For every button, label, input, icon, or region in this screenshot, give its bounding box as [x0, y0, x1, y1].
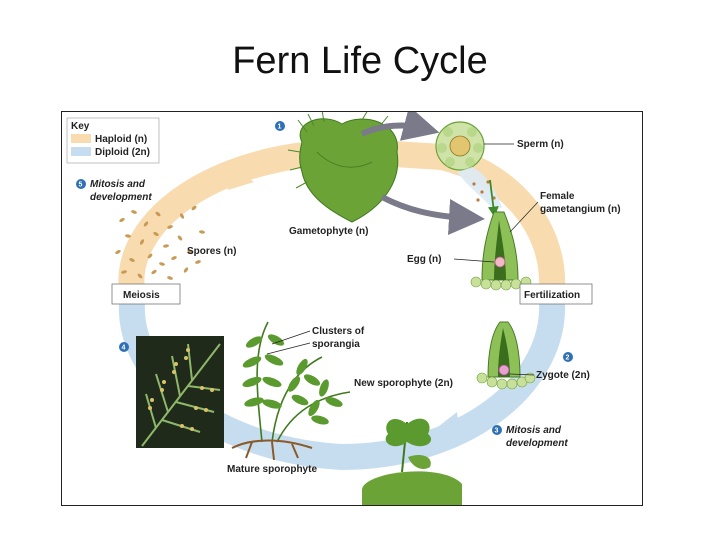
legend-diploid-label: Diploid (2n)	[95, 147, 150, 158]
step-3-number: 3	[495, 428, 499, 435]
gametophyte-illustration	[287, 112, 399, 223]
sperm-swim-path	[457, 167, 502, 212]
mitosis-top-line1: Mitosis and	[90, 179, 146, 190]
cycle-arrowhead-bottom	[434, 412, 460, 434]
meiosis-box	[111, 283, 181, 305]
spores-illustration	[115, 205, 205, 280]
legend: Key Haploid (n) Diploid (2n)	[66, 117, 160, 164]
archegonium-illustration	[470, 211, 532, 291]
spores-label: Spores (n)	[187, 246, 236, 257]
sporangia-photo	[136, 336, 224, 448]
step-1-marker	[275, 121, 285, 131]
sperm-path-arrow	[487, 179, 499, 218]
fern-life-cycle-diagram: Key Haploid (n) Diploid (2n) 5 Mitosis a…	[66, 112, 621, 505]
clusters-line1: Clusters of	[312, 326, 365, 337]
new-sporophyte-illustration	[362, 418, 462, 505]
legend-haploid-swatch	[71, 134, 91, 143]
zygote-illustration	[476, 321, 536, 390]
mitosis-bottom-line1: Mitosis and	[506, 425, 562, 436]
sperm-cells	[472, 180, 496, 202]
fertilization-label: Fertilization	[524, 290, 580, 301]
diagram-frame: Key Haploid (n) Diploid (2n) 5 Mitosis a…	[61, 111, 643, 506]
step-1-number: 1	[278, 124, 282, 131]
mature-sporophyte-label: Mature sporophyte	[227, 464, 317, 475]
step-5-marker	[76, 179, 86, 189]
new-sporophyte-label: New sporophyte (2n)	[354, 378, 453, 389]
legend-haploid-label: Haploid (n)	[95, 134, 147, 145]
cycle-arrowhead-top	[228, 167, 254, 190]
gametophyte-label: Gametophyte (n)	[289, 226, 368, 237]
step-4-marker	[119, 342, 129, 352]
arrow-to-gametangium	[380, 194, 485, 235]
meiosis-label: Meiosis	[123, 290, 160, 301]
egg-label: Egg (n)	[407, 254, 441, 265]
step-2-number: 2	[566, 355, 570, 362]
female-gametangium-line1: Female	[540, 191, 575, 202]
antheridium-illustration	[435, 121, 485, 171]
fertilization-box	[519, 283, 593, 305]
female-gametangium-line2: gametangium (n)	[540, 204, 621, 215]
step-3-marker	[492, 425, 502, 435]
step-4-number: 4	[122, 345, 126, 352]
mature-sporophyte-illustration	[231, 321, 351, 461]
sperm-label: Sperm (n)	[517, 139, 564, 150]
legend-diploid-swatch	[71, 147, 91, 156]
mitosis-top-line2: development	[90, 192, 152, 203]
mitosis-bottom-line2: development	[506, 438, 568, 449]
step-5-number: 5	[79, 182, 83, 189]
step-2-marker	[563, 352, 573, 362]
clusters-line2: sporangia	[312, 339, 360, 350]
legend-heading: Key	[71, 121, 90, 132]
slide-title: Fern Life Cycle	[232, 40, 488, 82]
zygote-label: Zygote (2n)	[536, 370, 590, 381]
arrow-to-sperm	[360, 112, 440, 141]
